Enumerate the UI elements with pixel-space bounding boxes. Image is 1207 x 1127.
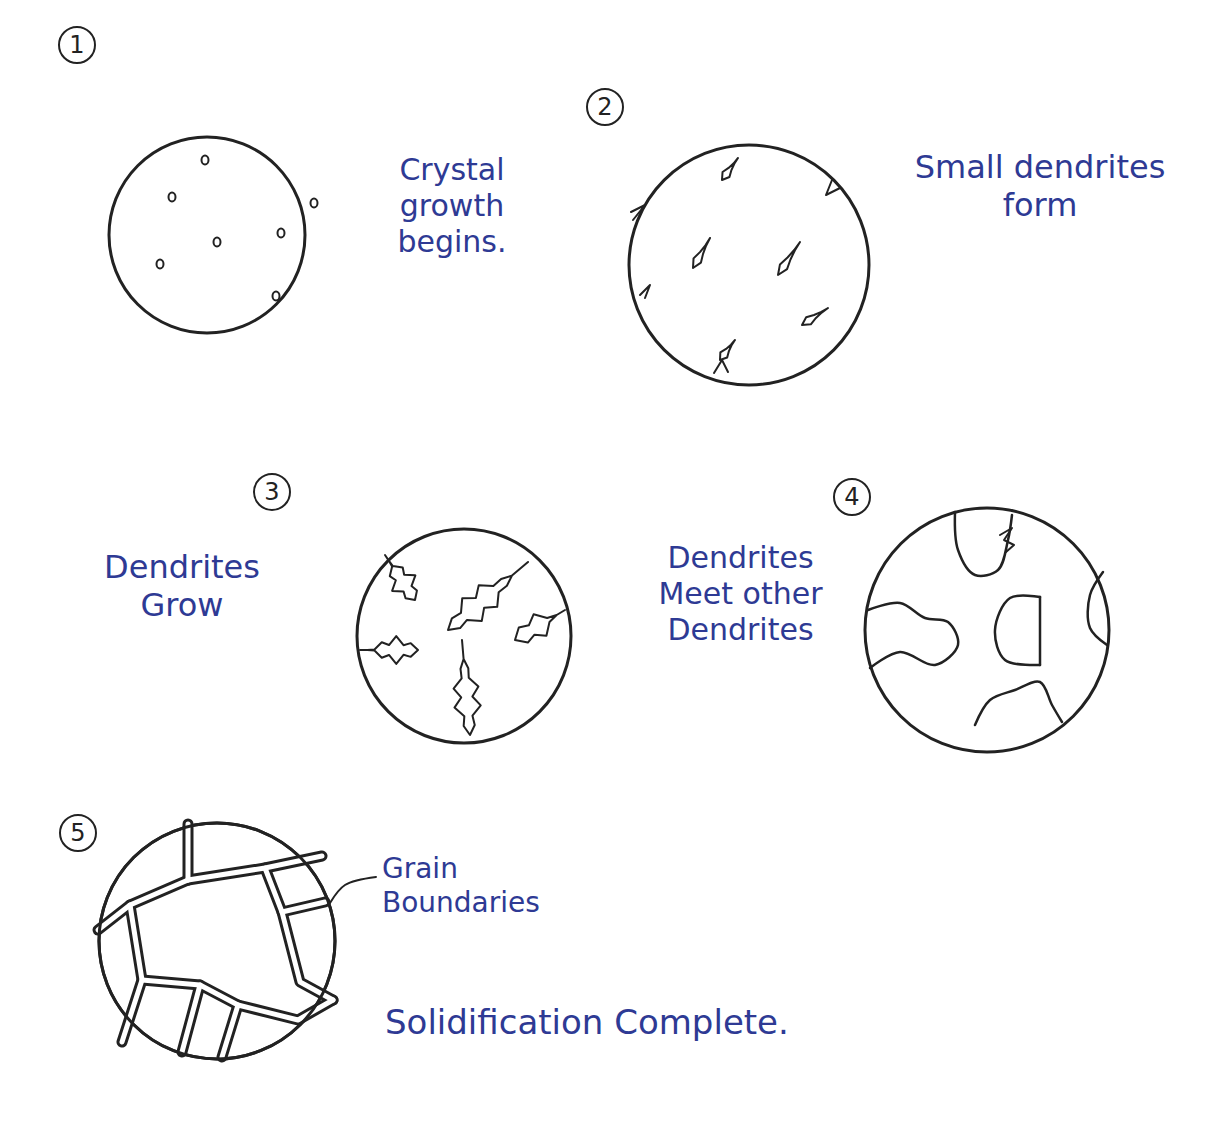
- wall-dendrite: [714, 360, 728, 373]
- nucleus: [157, 260, 164, 269]
- nucleus: [202, 156, 209, 165]
- leader-line: [330, 877, 376, 903]
- solid-circle: [99, 823, 335, 1059]
- number-ring: [254, 474, 290, 510]
- grain-front: [975, 681, 1062, 725]
- stage-number: 3: [254, 478, 290, 507]
- dendrite: [360, 636, 418, 664]
- grain-front: [955, 512, 1012, 576]
- dendrite: [515, 610, 565, 643]
- callout-label: Grain Boundaries: [382, 852, 602, 919]
- solid-circle: [99, 823, 335, 1059]
- grain-boundary: [222, 1005, 238, 1057]
- nucleus: [273, 292, 280, 301]
- dendrite: [448, 562, 528, 630]
- number-ring: [60, 815, 96, 851]
- stage-caption: Small dendrites form: [885, 148, 1195, 225]
- melt-circle: [109, 137, 305, 333]
- stage-caption: Dendrites Meet other Dendrites: [628, 540, 853, 648]
- dendrite: [454, 640, 481, 735]
- stage-number: 2: [587, 93, 623, 122]
- grain-boundary-core: [222, 1005, 238, 1057]
- small-dendrite: [693, 238, 710, 268]
- number-ring: [834, 479, 870, 515]
- melt-circle: [629, 145, 869, 385]
- wall-dendrite: [826, 180, 840, 195]
- number-ring: [59, 27, 95, 63]
- melt-circle: [865, 508, 1109, 752]
- stage-number: 4: [834, 483, 870, 512]
- stage-number: 5: [60, 819, 96, 848]
- number-ring: [587, 89, 623, 125]
- small-dendrite: [722, 158, 738, 180]
- wall-dendrite: [631, 205, 645, 220]
- stage-caption: Dendrites Grow: [72, 548, 292, 625]
- stage-caption: Crystal growth begins.: [372, 152, 532, 260]
- nucleus: [311, 199, 318, 208]
- nucleus: [214, 238, 221, 247]
- grain-boundary-core: [182, 985, 200, 1052]
- melt-circle: [357, 529, 571, 743]
- nucleus: [169, 193, 176, 202]
- dendrite-tip: [1000, 528, 1014, 552]
- grain-boundary-core: [186, 824, 191, 880]
- small-dendrite: [720, 340, 735, 360]
- small-dendrite: [802, 308, 828, 325]
- grain-front: [995, 596, 1040, 666]
- nucleus: [278, 229, 285, 238]
- grain-front: [868, 603, 958, 668]
- grain-boundary: [182, 985, 200, 1052]
- stage-caption: Solidification Complete.: [385, 1002, 945, 1043]
- grain-front: [1088, 572, 1107, 645]
- dendrite: [385, 555, 417, 600]
- wall-dendrite: [640, 285, 650, 298]
- stage-number: 1: [59, 31, 95, 60]
- grain-front: [1039, 597, 1042, 665]
- small-dendrite: [778, 242, 800, 275]
- grain-boundary: [183, 824, 194, 880]
